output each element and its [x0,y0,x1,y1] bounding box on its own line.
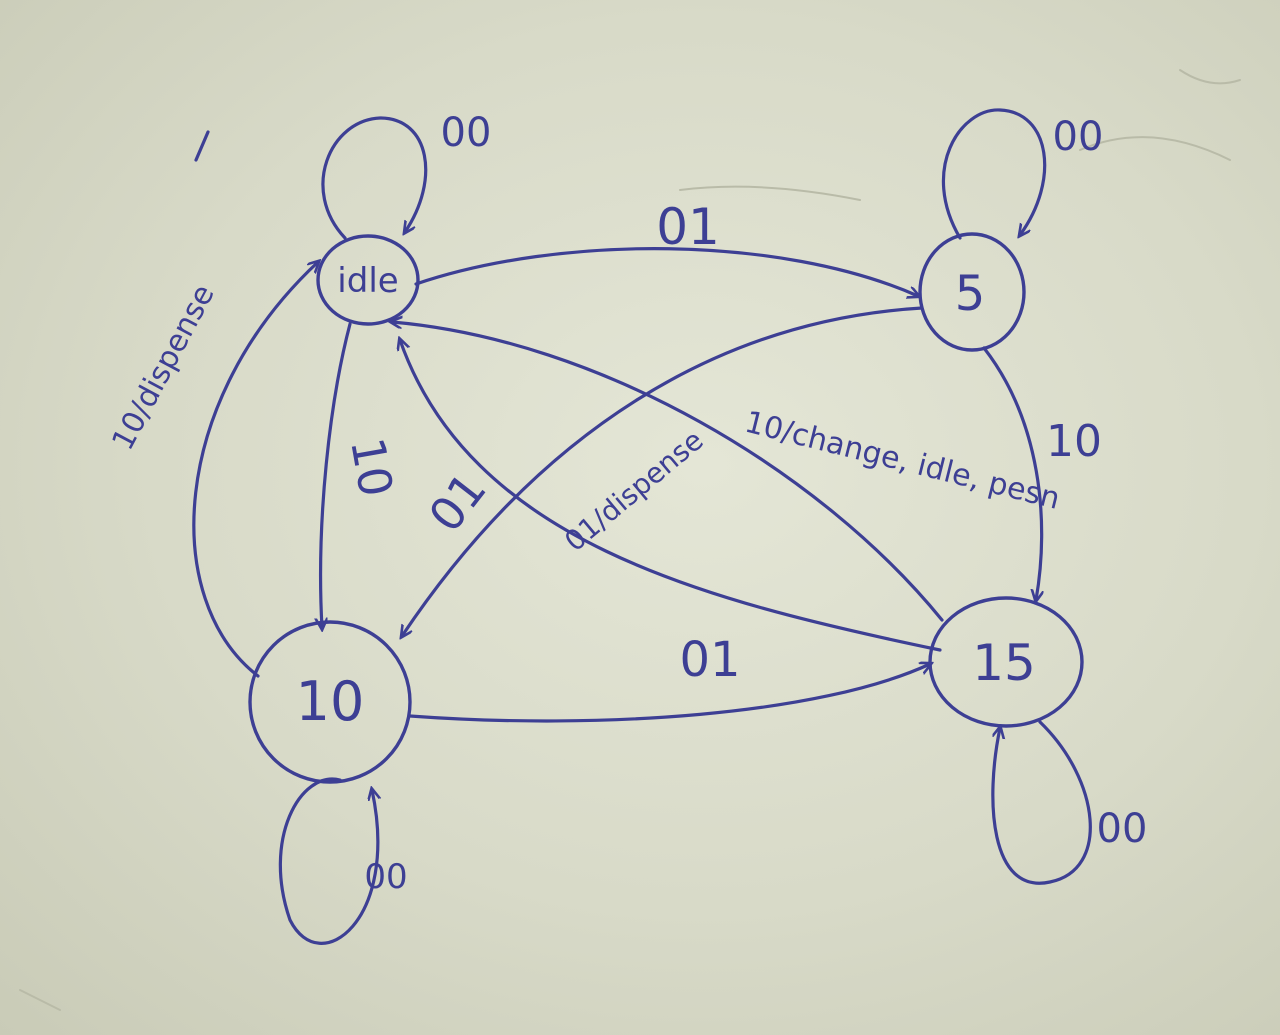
label-10-to-15: 01 [679,632,740,688]
label-10-self: 00 [364,857,407,897]
edge-idle-to-5: 01 [414,198,918,296]
state-10: 10 [248,620,412,784]
state-5: 5 [918,232,1026,352]
stray-mark [194,130,210,162]
edge-10-to-15: 01 [408,632,930,723]
loop-15-self: 00 [991,720,1148,885]
label-5-to-15: 10 [1046,416,1102,467]
label-15-self: 00 [1097,806,1148,852]
label-5-self: 00 [1053,114,1104,160]
label-idle-self: 00 [441,110,492,156]
edge-15-to-idle-a: 10/change, idle, pesn [392,322,1063,622]
label-15-to-idle-a: 10/change, idle, pesn [741,405,1063,517]
state-idle-label: idle [337,261,398,301]
edge-idle-to-10: 10 [321,322,403,628]
state-15-label: 15 [972,634,1036,692]
background-marks [19,69,1241,1011]
loop-5-self: 00 [941,108,1104,240]
loop-10-self: 00 [278,777,408,945]
loop-idle-self: 00 [321,110,492,240]
state-15: 15 [928,596,1084,728]
label-idle-to-5: 01 [656,198,720,256]
label-idle-to-10: 10 [340,434,403,501]
edge-5-to-15: 10 [982,346,1102,600]
state-idle: idle [316,234,420,326]
label-10-to-idle: 10/dispense [105,279,221,456]
edge-10-to-idle: 10/dispense [105,262,318,678]
label-15-to-idle-b: 01/dispense [558,424,709,558]
state-10-label: 10 [296,670,365,733]
state-5-label: 5 [955,266,986,322]
